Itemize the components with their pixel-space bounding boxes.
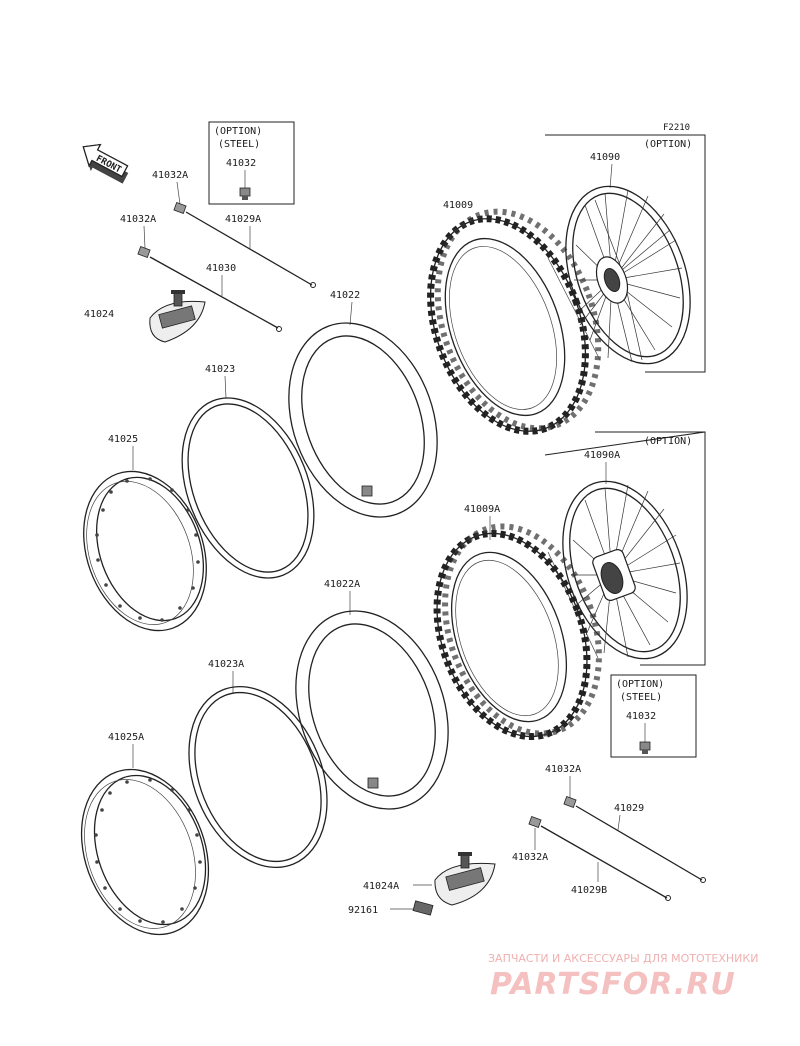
label-41029A: 41029A bbox=[225, 214, 261, 225]
wheel-option-box-top: (OPTION) 41090 bbox=[545, 134, 706, 373]
spoke-nipple-icon bbox=[137, 246, 151, 258]
option-box-top: (OPTION) (STEEL) 41032 bbox=[208, 121, 295, 205]
spoke-41029A bbox=[185, 211, 313, 286]
nipple-icon bbox=[639, 741, 651, 754]
label-41022A: 41022A bbox=[324, 579, 360, 590]
watermark: ЗАПЧАСТИ И АКСЕССУАРЫ ДЛЯ МОТОТЕХНИКИ PA… bbox=[488, 952, 758, 1002]
diagram-code: F2210 bbox=[663, 123, 690, 133]
rim-lock-41024 bbox=[149, 290, 206, 343]
label-41032A-3: 41032A bbox=[545, 764, 581, 775]
option-box-right-line2: (STEEL) bbox=[620, 692, 662, 703]
rim-band-41023A bbox=[188, 685, 328, 869]
front-arrow-icon: FRONT bbox=[82, 143, 129, 184]
label-41029B: 41029B bbox=[571, 885, 607, 896]
option-box-top-part: 41032 bbox=[226, 158, 256, 169]
label-41025: 41025 bbox=[108, 434, 138, 445]
tube-41022 bbox=[288, 322, 438, 518]
rim-band-41023 bbox=[181, 397, 315, 579]
label-92161: 92161 bbox=[348, 905, 378, 916]
option-box-right: (OPTION) (STEEL) 41032 bbox=[610, 674, 697, 758]
label-41022: 41022 bbox=[330, 290, 360, 301]
label-41009: 41009 bbox=[443, 200, 473, 211]
label-41009A: 41009A bbox=[464, 504, 500, 515]
wheel-41090 bbox=[565, 185, 691, 365]
label-41090: 41090 bbox=[590, 152, 620, 163]
label-41024A: 41024A bbox=[363, 881, 399, 892]
label-41025A: 41025A bbox=[108, 732, 144, 743]
wheel-option-mid-label: (OPTION) bbox=[644, 436, 692, 447]
label-41032A-2: 41032A bbox=[120, 214, 156, 225]
label-41030: 41030 bbox=[206, 263, 236, 274]
label-41032A-1: 41032A bbox=[152, 170, 188, 181]
rim-lock-41024A bbox=[434, 852, 496, 906]
label-41090A: 41090A bbox=[584, 450, 620, 461]
nipple-icon bbox=[239, 187, 251, 200]
label-41023: 41023 bbox=[205, 364, 235, 375]
wheel-option-top-label: (OPTION) bbox=[644, 139, 692, 150]
rim-41025A bbox=[80, 768, 210, 936]
option-box-right-line1: (OPTION) bbox=[616, 679, 664, 690]
wheel-41090A bbox=[562, 480, 688, 660]
rim-41025 bbox=[83, 470, 207, 632]
spoke-nipple-icon bbox=[563, 796, 577, 808]
spoke-nipple-icon bbox=[173, 202, 187, 214]
spoke-nipple-icon bbox=[528, 816, 542, 828]
spoke-41029 bbox=[575, 805, 703, 881]
spoke-41030 bbox=[149, 256, 279, 329]
spoke-41029B bbox=[540, 825, 668, 899]
label-41032A-4: 41032A bbox=[512, 852, 548, 863]
option-box-top-line2: (STEEL) bbox=[218, 139, 260, 150]
label-41029: 41029 bbox=[614, 803, 644, 814]
nut-92161-icon bbox=[412, 900, 434, 916]
option-box-top-line1: (OPTION) bbox=[214, 126, 262, 137]
tire-41009A bbox=[433, 523, 602, 741]
tire-41009 bbox=[427, 208, 602, 435]
watermark-tagline: ЗАПЧАСТИ И АКСЕССУАРЫ ДЛЯ МОТОТЕХНИКИ bbox=[488, 952, 758, 965]
tube-41022A bbox=[295, 610, 449, 810]
label-41023A: 41023A bbox=[208, 659, 244, 670]
option-box-right-part: 41032 bbox=[626, 711, 656, 722]
label-41024: 41024 bbox=[84, 309, 114, 320]
watermark-brand: PARTSFOR.RU bbox=[490, 967, 736, 1002]
